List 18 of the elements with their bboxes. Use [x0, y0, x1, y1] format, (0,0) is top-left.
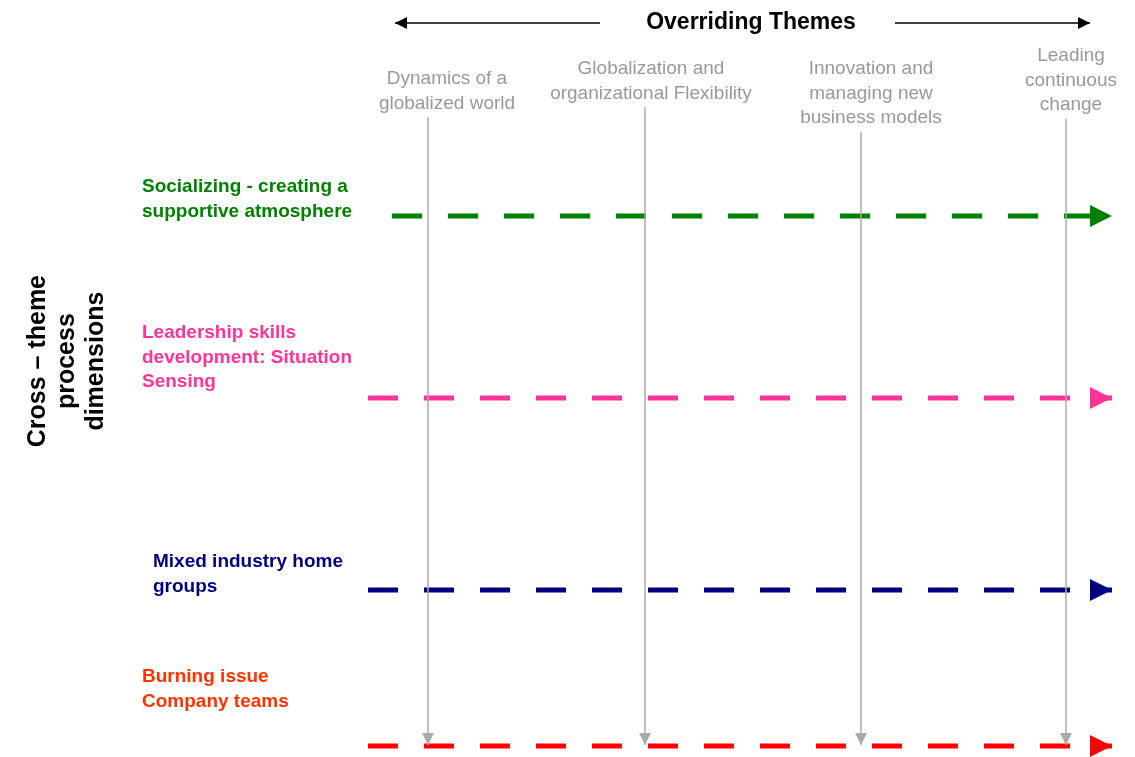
row-label: Mixed industry home groups: [153, 549, 353, 599]
arrow: [368, 735, 1112, 757]
row-label: Burning issue Company teams: [142, 664, 342, 714]
axis-label: Cross – theme process dimensions: [21, 274, 109, 450]
arrow: [368, 579, 1112, 601]
row-label: Leadership skills development: Situation Sensing: [142, 320, 368, 395]
row-label: Socializing - creating a supportive atmosphere: [142, 174, 392, 224]
arrow: [855, 131, 867, 746]
arrow: [368, 387, 1112, 409]
arrow: [1060, 118, 1072, 746]
diagram-title: Overriding Themes: [645, 8, 857, 35]
arrow: [422, 116, 434, 746]
arrow: [392, 205, 1112, 227]
column-heading: Globalization and organizational Flexibility: [550, 56, 752, 106]
column-heading: Leading continuous change: [1006, 43, 1135, 118]
column-heading: Innovation and managing new business models: [770, 56, 972, 131]
arrow: [639, 106, 651, 746]
column-heading: Dynamics of a globalized world: [356, 66, 538, 116]
